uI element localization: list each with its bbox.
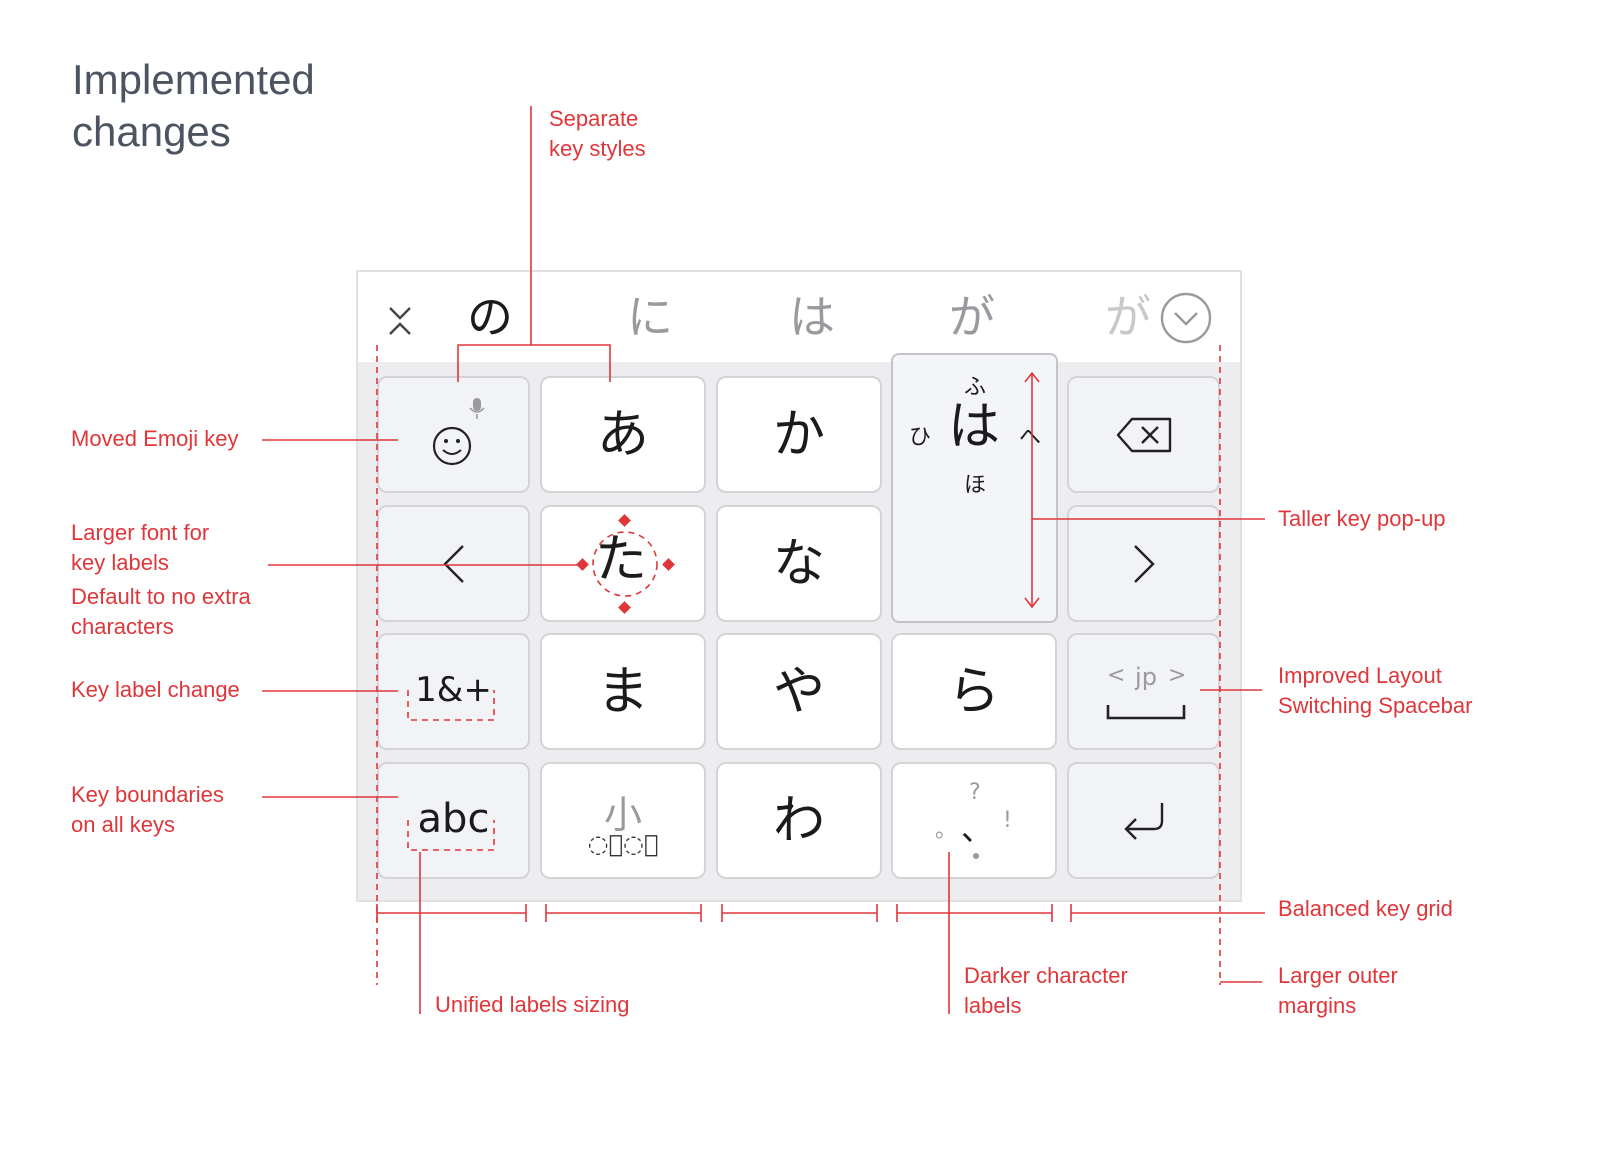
punct-right-label: ! bbox=[1003, 808, 1012, 833]
page-title: Implemented changes bbox=[72, 56, 315, 155]
space-chevron-left-icon: < bbox=[1107, 663, 1126, 688]
annotation-taller-popup: Taller key pop-up bbox=[1278, 506, 1446, 531]
abc-key-label: abc bbox=[417, 795, 490, 842]
key-a-label: あ bbox=[596, 404, 649, 465]
suggestion-5[interactable]: が bbox=[1105, 290, 1151, 344]
space-chevron-right-icon: > bbox=[1168, 663, 1187, 688]
dot-icon bbox=[973, 853, 979, 859]
small-kana-label: 小 bbox=[603, 793, 642, 837]
popup-left-label: ひ bbox=[909, 425, 932, 450]
suggestion-1[interactable]: の bbox=[467, 290, 513, 344]
number-key[interactable]: 1&+ bbox=[377, 633, 530, 750]
annotation-darker-labels: Darker character labels bbox=[964, 963, 1128, 1018]
key-ra[interactable]: ら bbox=[891, 633, 1057, 750]
suggestion-bar bbox=[358, 272, 1240, 362]
abc-key[interactable]: abc bbox=[377, 762, 530, 879]
key-ya[interactable]: や bbox=[716, 633, 882, 750]
key-popup: は ふ ひ へ ほ bbox=[891, 353, 1058, 623]
punct-top-label: ? bbox=[969, 780, 981, 805]
enter-icon bbox=[1123, 802, 1163, 840]
annotation-key-label-change: Key label change bbox=[71, 677, 240, 702]
annotation-balanced-grid: Balanced key grid bbox=[1278, 896, 1453, 921]
key-na[interactable]: な bbox=[716, 505, 882, 622]
key-ka[interactable]: か bbox=[716, 376, 882, 493]
popup-right-label: へ bbox=[1019, 425, 1042, 450]
collapse-icon[interactable] bbox=[386, 304, 414, 338]
punctuation-key[interactable]: ? 。 、 ! bbox=[891, 762, 1057, 879]
key-ra-label: ら bbox=[947, 661, 1000, 722]
annotation-larger-font: Larger font for key labels bbox=[71, 520, 210, 575]
annotation-improved-layout: Improved Layout Switching Spacebar bbox=[1278, 663, 1473, 718]
key-na-label: な bbox=[772, 533, 825, 594]
space-bar-icon bbox=[1106, 705, 1186, 720]
annotation-larger-margins: Larger outer margins bbox=[1278, 963, 1398, 1018]
suggestion-3[interactable]: は bbox=[789, 290, 835, 344]
arrow-right-key[interactable] bbox=[1067, 505, 1220, 622]
emoji-key[interactable] bbox=[377, 376, 530, 493]
key-a[interactable]: あ bbox=[540, 376, 706, 493]
annotation-separate-key-styles: Separate key styles bbox=[549, 106, 646, 161]
annotation-unified-labels: Unified labels sizing bbox=[435, 992, 630, 1017]
punct-left-label: 。 bbox=[935, 818, 958, 843]
key-wa-label: わ bbox=[772, 790, 825, 851]
popup-bottom-label: ほ bbox=[964, 473, 987, 498]
backspace-key[interactable] bbox=[1067, 376, 1220, 493]
key-ka-label: か bbox=[772, 404, 825, 465]
key-ya-label: や bbox=[772, 661, 825, 722]
space-key[interactable]: < jp > bbox=[1067, 633, 1220, 750]
key-ma[interactable]: ま bbox=[540, 633, 706, 750]
annotation-key-boundaries: Key boundaries on all keys bbox=[71, 782, 224, 837]
arrow-right-icon bbox=[1133, 544, 1155, 583]
key-ma-label: ま bbox=[596, 661, 649, 722]
arrow-left-key[interactable] bbox=[377, 505, 530, 622]
suggestion-2[interactable]: に bbox=[627, 290, 673, 344]
key-ta-label: た bbox=[594, 529, 647, 590]
popup-top-label: ふ bbox=[964, 375, 987, 400]
popup-center-label: は bbox=[948, 397, 1001, 457]
enter-key[interactable] bbox=[1067, 762, 1220, 879]
arrow-left-icon bbox=[442, 544, 464, 583]
number-key-label: 1&+ bbox=[415, 669, 492, 710]
suggestion-4[interactable]: が bbox=[949, 290, 995, 344]
key-wa[interactable]: わ bbox=[716, 762, 882, 879]
punct-mid-label: 、 bbox=[961, 810, 994, 848]
mic-icon bbox=[469, 398, 485, 419]
small-kana-key[interactable]: 小 ◌゙◌゚ bbox=[540, 762, 706, 879]
chevron-down-circle-icon[interactable] bbox=[1160, 292, 1214, 346]
space-key-label: jp bbox=[1135, 663, 1157, 691]
dakuten-label: ◌゙◌゚ bbox=[587, 830, 659, 858]
backspace-icon bbox=[1116, 417, 1171, 452]
emoji-icon bbox=[432, 426, 472, 466]
annotation-moved-emoji-key: Moved Emoji key bbox=[71, 426, 239, 451]
annotation-default-no-extra: Default to no extra characters bbox=[71, 584, 251, 639]
